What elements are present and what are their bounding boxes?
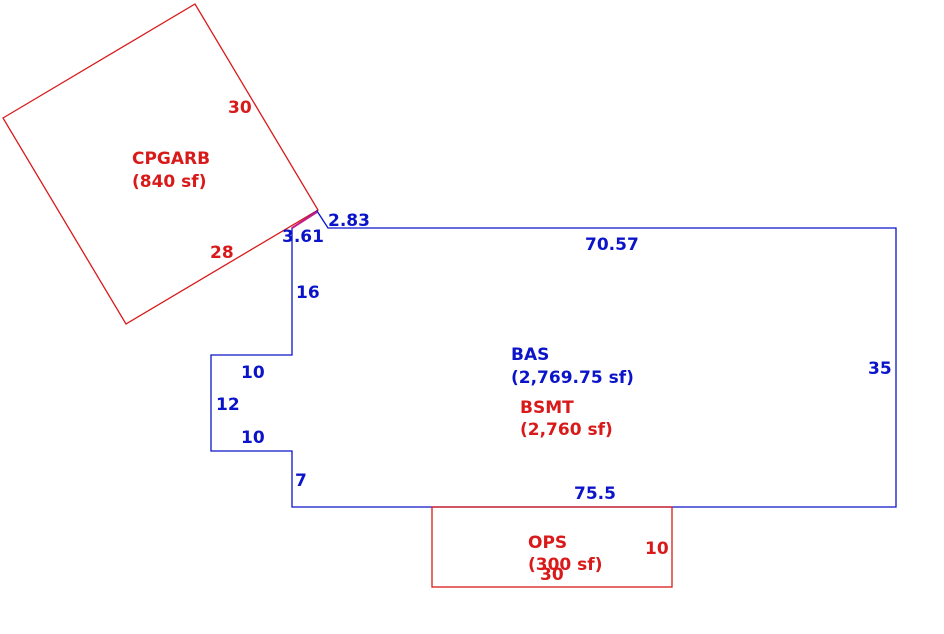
bas-dim-right: 35 [868, 359, 892, 379]
bas-label: BAS [511, 345, 549, 365]
ops-dim-right: 10 [645, 539, 669, 559]
cpgarb-dim-bottom: 28 [210, 243, 234, 263]
bas-dim-left-lower: 7 [295, 471, 307, 491]
bsmt-area: (2,760 sf) [520, 420, 613, 440]
bas-dim-left-upper: 16 [296, 283, 320, 303]
bas-dim-small: 3.61 [282, 227, 324, 247]
cpgarb-area: (840 sf) [132, 172, 206, 192]
ops-area: (300 sf) [528, 555, 602, 575]
bas-dim-top: 70.57 [585, 235, 639, 255]
ops-dim-bottom: 30 [540, 565, 564, 585]
cpgarb-outline[interactable] [2, 3, 319, 325]
bas-area: (2,769.75 sf) [511, 368, 634, 388]
bas-dim-bottom: 75.5 [574, 484, 616, 504]
bas-dim-diag: 2.83 [328, 211, 370, 231]
bas-dim-step-top: 10 [241, 363, 265, 383]
ops-label: OPS [528, 533, 567, 553]
bas-dim-step-bottom: 10 [241, 428, 265, 448]
bas-outline[interactable] [210, 210, 897, 508]
cpgarb-dim-top: 30 [228, 98, 252, 118]
ops-outline[interactable] [431, 506, 673, 588]
connector-line [291, 211, 318, 229]
cpgarb-label: CPGARB [132, 149, 210, 169]
bas-dim-step-side: 12 [216, 395, 240, 415]
bsmt-label: BSMT [520, 398, 574, 418]
